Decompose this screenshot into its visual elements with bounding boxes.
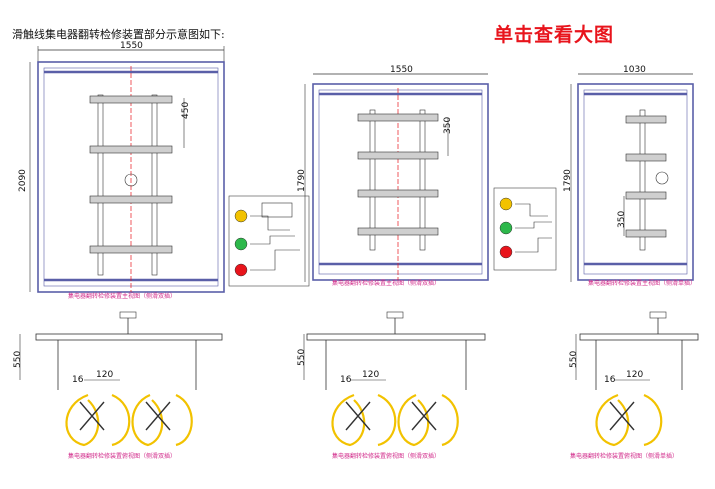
offset-dim-side-3: 16 bbox=[604, 375, 616, 385]
caption-front-1: 集电器翻转检修装置主视图（侧滑双插） bbox=[68, 292, 176, 300]
height-dim-side-3: 550 bbox=[569, 351, 579, 368]
front-view-1: 1550 2090 450 集电器翻转检修装置主视图（侧滑双插） bbox=[18, 41, 225, 300]
width-dim-1: 1550 bbox=[120, 41, 143, 51]
offset-dim-side-2: 16 bbox=[340, 375, 352, 385]
page-title: 滑触线集电器翻转检修装置部分示意图如下: bbox=[12, 28, 225, 41]
height-dim-side-1: 550 bbox=[13, 351, 23, 368]
width-dim-3: 1030 bbox=[623, 65, 646, 75]
caption-side-3: 集电器翻转检修装置俯视图（侧滑单插） bbox=[570, 452, 678, 460]
pitch-dim-2: 350 bbox=[443, 117, 453, 134]
wiring-diagram-1 bbox=[228, 195, 310, 287]
side-view-3: 550 16 120 集电器翻转检修装置俯视图（侧滑单插） bbox=[569, 311, 699, 460]
height-dim-1: 2090 bbox=[18, 169, 28, 192]
front-view-3: 1030 1790 350 集电器翻转检修装置主视图（侧滑单插） bbox=[563, 65, 696, 287]
caption-front-3: 集电器翻转检修装置主视图（侧滑单插） bbox=[588, 279, 696, 287]
caption-side-2: 集电器翻转检修装置俯视图（侧滑双插） bbox=[332, 452, 440, 460]
span-dim-side-2: 120 bbox=[362, 370, 379, 380]
front-view-2: 1550 1790 350 集电器翻转检修装置主视图（侧滑双插） bbox=[297, 65, 489, 287]
width-dim-2: 1550 bbox=[390, 65, 413, 75]
height-dim-side-2: 550 bbox=[297, 349, 307, 366]
side-view-1: 550 16 120 集电器翻转检修装置俯视图（侧滑双插） bbox=[13, 311, 223, 460]
height-dim-3: 1790 bbox=[563, 169, 573, 192]
span-dim-side-1: 120 bbox=[96, 370, 113, 380]
caption-side-1: 集电器翻转检修装置俯视图（侧滑双插） bbox=[68, 452, 176, 460]
caption-front-2: 集电器翻转检修装置主视图（侧滑双插） bbox=[332, 279, 440, 287]
side-view-2: 550 16 120 集电器翻转检修装置俯视图（侧滑双插） bbox=[297, 311, 486, 460]
height-dim-2: 1790 bbox=[297, 169, 307, 192]
span-dim-side-3: 120 bbox=[626, 370, 643, 380]
offset-dim-side-1: 16 bbox=[72, 375, 84, 385]
wiring-diagram-2 bbox=[493, 187, 557, 271]
pitch-dim-1: 450 bbox=[181, 102, 191, 119]
enlarge-image-link[interactable]: 单击查看大图 bbox=[494, 24, 615, 46]
pitch-dim-3: 350 bbox=[617, 211, 627, 228]
